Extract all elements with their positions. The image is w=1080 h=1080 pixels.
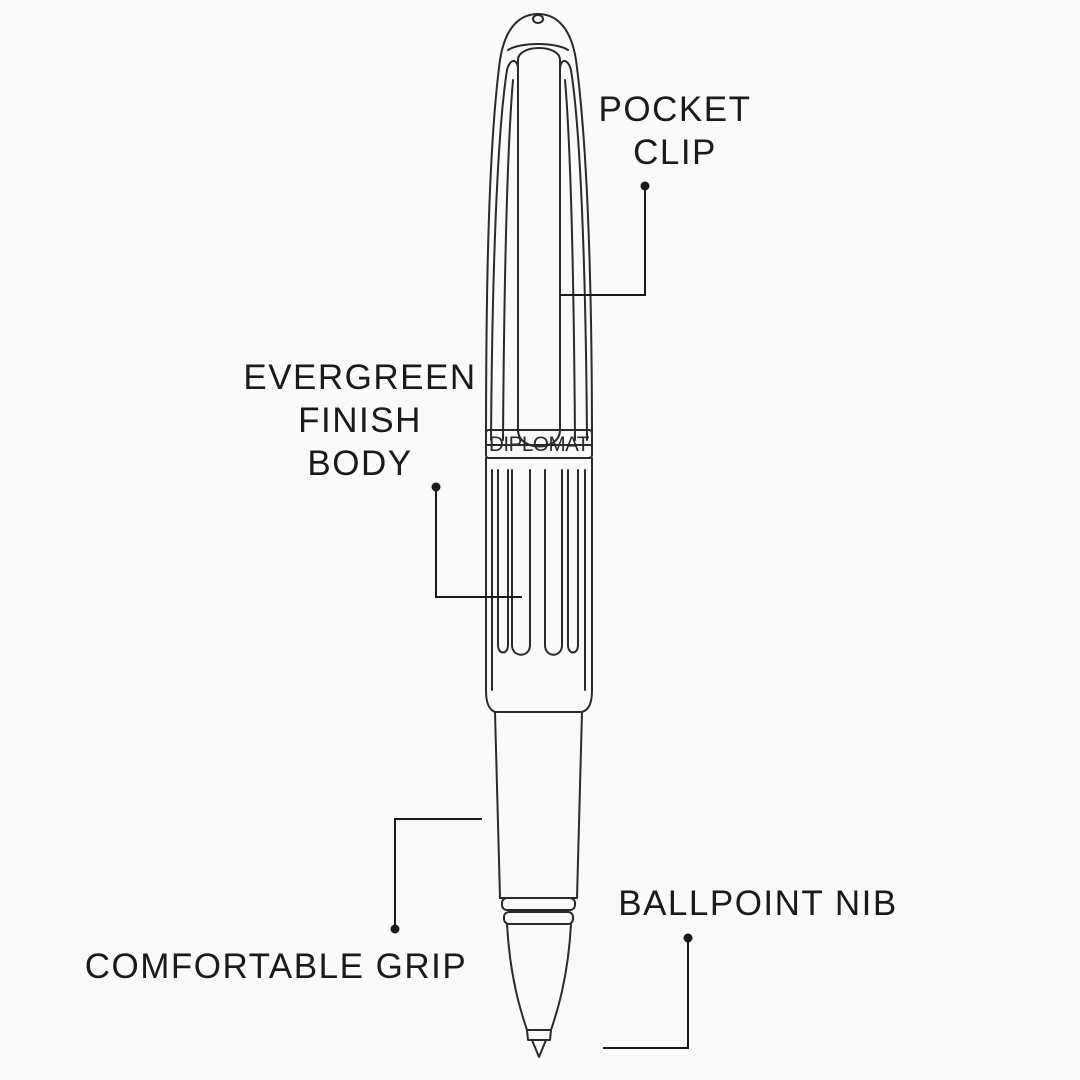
leader-body (435, 487, 522, 598)
grip-section (494, 711, 583, 899)
nib-collar (526, 1029, 552, 1041)
callout-pocket-clip: POCKET CLIP (580, 88, 770, 174)
cap-top-finial (507, 43, 569, 51)
barrel-flute-4 (544, 469, 563, 656)
cap-top-hole (532, 14, 544, 24)
cap-flute-right-outer (559, 60, 588, 441)
callout-grip-label: COMFORTABLE GRIP (84, 947, 468, 986)
pen-cap (485, 13, 593, 446)
leader-dot-pocket-clip (640, 181, 650, 191)
cap-band (485, 429, 593, 459)
barrel-flute-5 (567, 469, 579, 654)
cap-flute-left-outer (490, 60, 519, 441)
grip-ring-1 (501, 897, 576, 911)
callout-nib-label: BALLPOINT NIB (618, 884, 898, 923)
cap-flute-left-inner (502, 79, 514, 441)
callout-nib: BALLPOINT NIB (608, 882, 908, 925)
leader-nib (603, 938, 689, 1049)
barrel-flute-3 (511, 469, 531, 656)
callout-grip: COMFORTABLE GRIP (80, 945, 472, 988)
callout-body-line3: BODY (307, 444, 413, 483)
ballpoint-tip (531, 1039, 547, 1058)
leader-pocket-clip (560, 186, 646, 296)
leader-grip (394, 818, 482, 929)
nib-cone (506, 923, 572, 1031)
callout-body-line1: EVERGREEN (243, 358, 477, 397)
leader-dot-nib (683, 933, 693, 943)
callout-pocket-clip-line2: CLIP (633, 133, 717, 172)
callout-body-line2: FINISH (298, 401, 422, 440)
barrel-flute-2 (497, 469, 509, 654)
callout-pocket-clip-line1: POCKET (598, 90, 752, 129)
pocket-clip (517, 47, 561, 448)
grip-ring-2 (503, 911, 574, 925)
cap-flute-right-inner (564, 79, 576, 441)
leader-dot-body (431, 482, 441, 492)
callout-body: EVERGREEN FINISH BODY (240, 356, 480, 485)
brand-engraving: DIPLOMAT (489, 433, 590, 456)
leader-dot-grip (390, 924, 400, 934)
pen-barrel (485, 457, 593, 713)
